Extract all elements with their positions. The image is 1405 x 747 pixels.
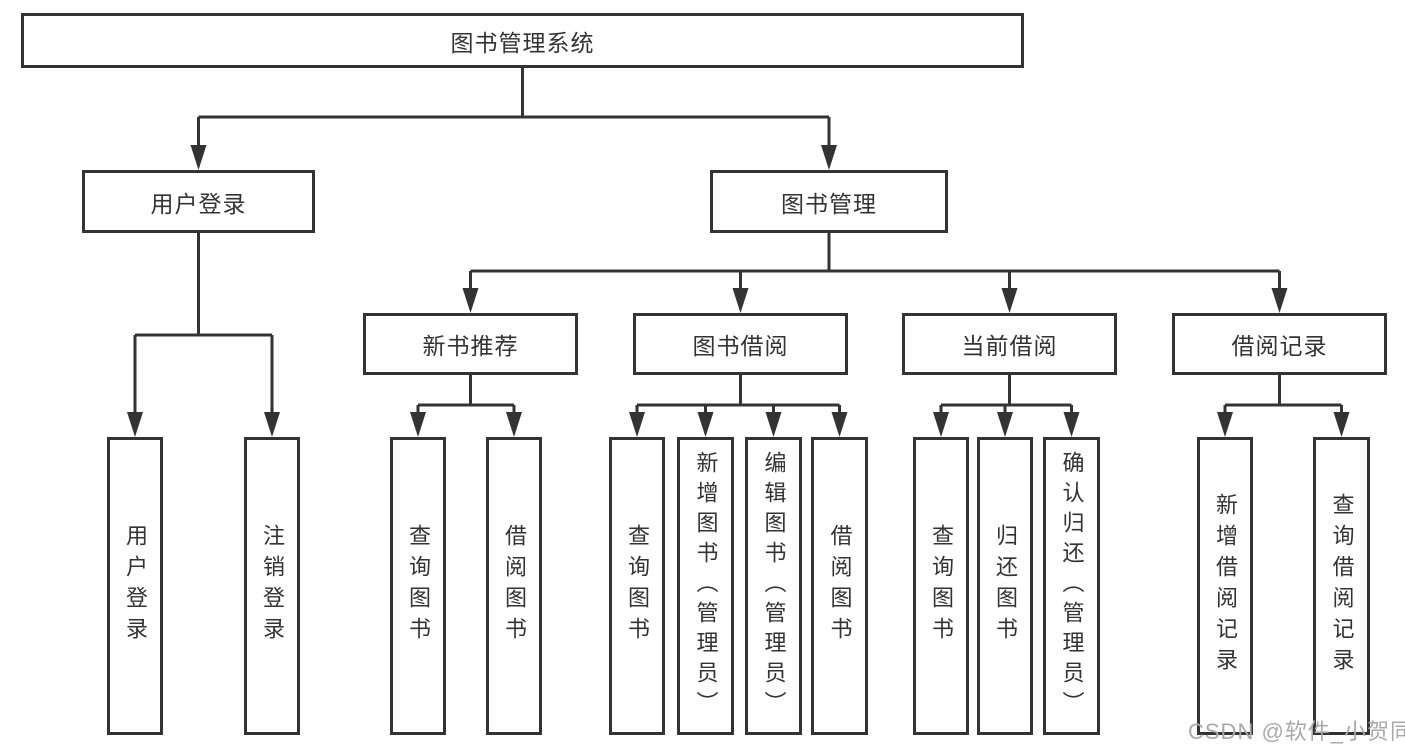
node-label: 当前借阅: [961, 333, 1058, 359]
node-bw-borrow: 借阅图书: [811, 437, 868, 735]
node-label: 查询图书: [625, 524, 650, 648]
arrowhead-icon: [732, 288, 749, 313]
node-label: 查询图书: [406, 524, 431, 648]
node-label: 借阅图书: [827, 524, 853, 648]
node-bw-add: 新增图书（管理员）: [677, 437, 734, 735]
node-rec-query: 查询借阅记录: [1313, 437, 1370, 735]
node-nb-query: 查询图书: [390, 437, 446, 735]
node-label: 借阅图书: [502, 524, 527, 648]
node-current: 当前借阅: [902, 313, 1117, 375]
arrowhead-icon: [190, 145, 207, 170]
node-label: 借阅记录: [1231, 333, 1328, 359]
node-label: 编辑图书（管理员）: [761, 451, 787, 721]
node-label: 图书管理: [781, 190, 877, 217]
arrowhead-icon: [1001, 288, 1018, 313]
node-cur-confirm: 确认归还（管理员）: [1043, 437, 1100, 735]
arrowhead-icon: [1217, 412, 1233, 437]
arrowhead-icon: [410, 412, 426, 437]
arrowhead-icon: [506, 412, 522, 437]
node-label: 用户登录: [123, 524, 148, 648]
node-rec-add: 新增借阅记录: [1197, 437, 1253, 735]
node-login-user: 用户登录: [107, 437, 163, 735]
node-records: 借阅记录: [1172, 313, 1387, 375]
arrowhead-icon: [697, 412, 714, 437]
node-label: 查询借阅记录: [1329, 493, 1355, 679]
arrowhead-icon: [765, 412, 782, 437]
node-label: 图书管理系统: [450, 29, 595, 56]
watermark: CSDN @软件_小贺同学: [1188, 719, 1405, 744]
arrowhead-icon: [264, 412, 280, 437]
node-cur-query: 查询图书: [913, 437, 969, 735]
node-label: 用户登录: [150, 190, 247, 217]
node-bw-edit: 编辑图书（管理员）: [745, 437, 802, 735]
node-newbook: 新书推荐: [363, 313, 578, 375]
node-label: 新书推荐: [422, 333, 519, 359]
arrowhead-icon: [127, 412, 143, 437]
node-cur-return: 归还图书: [977, 437, 1033, 735]
node-label: 确认归还（管理员）: [1059, 451, 1085, 721]
arrowhead-icon: [933, 412, 949, 437]
node-label: 查询图书: [929, 524, 954, 648]
node-borrow: 图书借阅: [633, 313, 848, 375]
arrowhead-icon: [1271, 288, 1288, 313]
node-label: 图书借阅: [692, 333, 789, 359]
node-login: 用户登录: [82, 170, 315, 233]
node-root: 图书管理系统: [21, 13, 1024, 68]
node-label: 新增借阅记录: [1213, 493, 1238, 679]
node-label: 注销登录: [260, 524, 285, 648]
arrowhead-icon: [1333, 412, 1350, 437]
arrowhead-icon: [1063, 412, 1080, 437]
node-bw-query: 查询图书: [609, 437, 665, 735]
node-login-logout: 注销登录: [244, 437, 300, 735]
arrowhead-icon: [462, 288, 479, 313]
node-label: 归还图书: [993, 524, 1018, 648]
node-label: 新增图书（管理员）: [693, 451, 719, 721]
node-bookmgmt: 图书管理: [710, 170, 948, 233]
node-nb-borrow: 借阅图书: [486, 437, 542, 735]
arrowhead-icon: [831, 412, 848, 437]
arrowhead-icon: [997, 412, 1013, 437]
arrowhead-icon: [821, 145, 837, 170]
arrowhead-icon: [629, 412, 645, 437]
